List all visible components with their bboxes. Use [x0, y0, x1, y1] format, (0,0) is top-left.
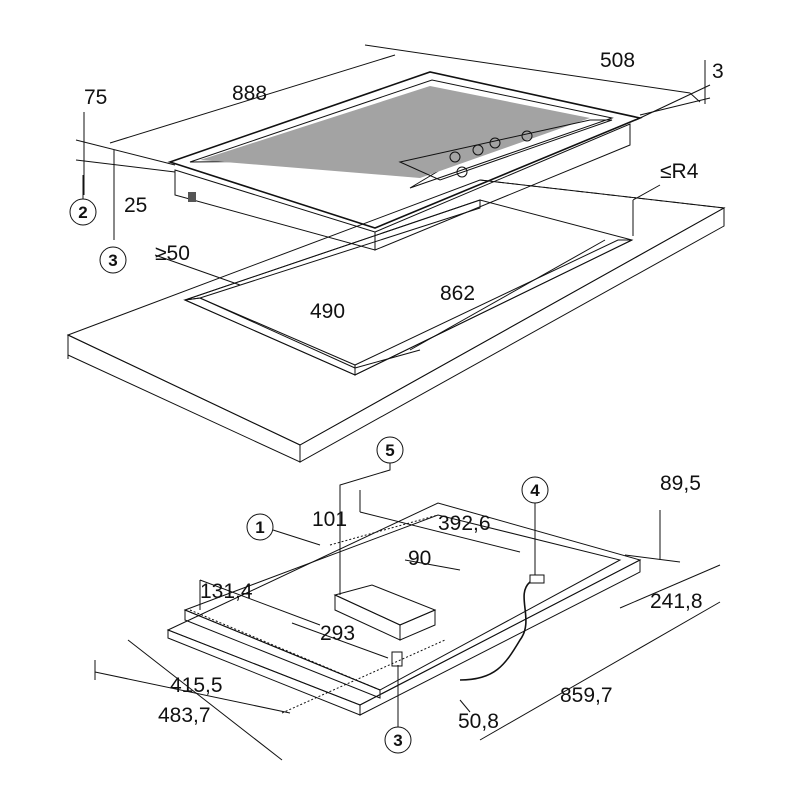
- label-859-7: 859,7: [560, 684, 613, 707]
- hob-appliance: [167, 71, 643, 251]
- callout-1: 1: [246, 513, 321, 546]
- label-25: 25: [124, 194, 147, 217]
- svg-text:5: 5: [385, 441, 394, 460]
- label-89-5: 89,5: [660, 472, 701, 495]
- label-490: 490: [310, 300, 345, 323]
- svg-text:3: 3: [393, 731, 402, 750]
- label-101: 101: [312, 508, 347, 531]
- bottom-dimension-lines: [94, 490, 721, 761]
- svg-text:1: 1: [255, 518, 264, 537]
- svg-text:4: 4: [530, 481, 540, 500]
- callout-4: 4: [521, 476, 549, 575]
- label-888: 888: [232, 82, 267, 105]
- label-293: 293: [320, 622, 355, 645]
- label-3: 3: [712, 60, 724, 83]
- svg-text:2: 2: [78, 203, 87, 222]
- label-90: 90: [408, 547, 431, 570]
- label-392-6: 392,6: [438, 512, 491, 535]
- callout-5: 5: [339, 436, 404, 592]
- power-cable: [459, 574, 545, 681]
- label-r4: ≤R4: [660, 160, 699, 183]
- hob-underside: [166, 502, 642, 716]
- label-862: 862: [440, 282, 475, 305]
- gas-connector: [391, 651, 403, 667]
- label-508: 508: [600, 49, 635, 72]
- label-241-8: 241,8: [650, 590, 703, 613]
- label-50-8: 50,8: [458, 710, 499, 733]
- callout-3-bottom: 3: [384, 665, 412, 754]
- callouts: 2 3 5 1 4 3: [69, 175, 549, 754]
- control-box: [333, 584, 437, 641]
- label-min-50: ≥50: [155, 242, 190, 265]
- dimension-labels: 508 3 888 75 25 ≥50 ≤R4 490 862 89,5 392…: [84, 49, 724, 733]
- top-dimension-lines: [75, 44, 711, 369]
- label-415-5: 415,5: [170, 674, 223, 697]
- callout-3-top: 3: [99, 246, 127, 274]
- svg-text:3: 3: [108, 251, 117, 270]
- label-131-4: 131,4: [200, 580, 253, 603]
- worktop-cutout: [183, 199, 634, 376]
- label-483-7: 483,7: [158, 704, 211, 727]
- worktop: [66, 179, 726, 463]
- control-knobs: [449, 130, 533, 178]
- callout-2: 2: [69, 175, 97, 226]
- label-75: 75: [84, 86, 107, 109]
